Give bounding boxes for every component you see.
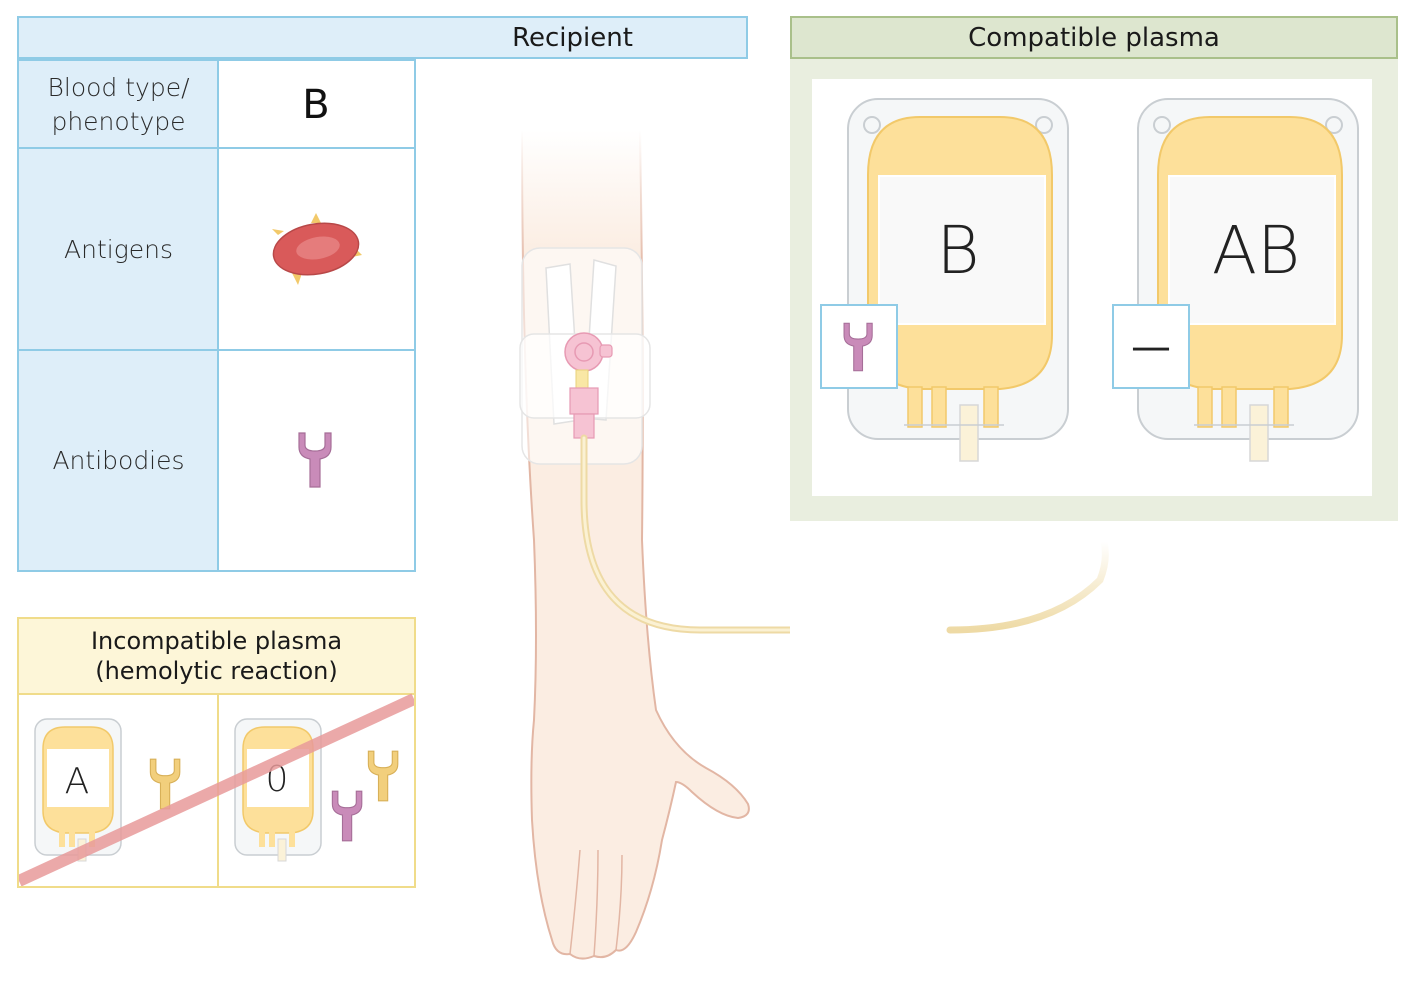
blood-type-value-cell: B xyxy=(218,61,414,148)
incompatible-plasma-panel: Incompatible plasma (hemolytic reaction)… xyxy=(17,617,416,888)
iv-tube xyxy=(946,540,1109,634)
blood-type-label-line1: Blood type/ xyxy=(47,72,190,102)
antigens-label: Antigens xyxy=(64,234,173,264)
bag-label-ab: AB xyxy=(1212,212,1300,289)
plasma-bag-a: A xyxy=(34,718,122,862)
bag-ab-antibody-box: — xyxy=(1112,304,1190,389)
bag-label-a: A xyxy=(65,761,90,802)
antibody-yellow-icon xyxy=(367,750,399,802)
antibody-purple-icon xyxy=(843,322,873,371)
antigens-value-cell xyxy=(218,148,414,350)
compatible-plasma-header: Compatible plasma xyxy=(790,16,1398,59)
antigens-label-cell: Antigens xyxy=(19,148,218,350)
plasma-bag-ab: AB xyxy=(1137,98,1359,462)
compatible-plasma-panel: B AB — xyxy=(790,59,1398,521)
arm-illustration xyxy=(519,129,790,960)
table-divider xyxy=(217,61,219,570)
recipient-header: Recipient xyxy=(17,16,748,59)
table-divider xyxy=(19,147,414,149)
compatible-plasma-inner: B AB — xyxy=(812,79,1372,496)
plasma-bag-b: B xyxy=(847,98,1069,462)
antibody-purple-icon xyxy=(331,790,363,842)
incompatible-title-line1: Incompatible plasma xyxy=(90,627,343,655)
compatible-plasma-header-text: Compatible plasma xyxy=(968,22,1220,53)
blood-type-value: B xyxy=(302,81,330,128)
bag-label-b: B xyxy=(936,212,979,289)
antibodies-label: Antibodies xyxy=(52,445,185,475)
cross-out-line xyxy=(19,693,414,886)
recipient-header-text: Recipient xyxy=(512,22,633,53)
blood-type-label-line2: phenotype xyxy=(51,106,186,136)
antibody-yellow-icon xyxy=(149,758,181,810)
bag-b-antibody-box xyxy=(820,304,898,389)
recipient-table: Blood type/ phenotype B Antigens Antibod… xyxy=(17,59,416,572)
incompatible-plasma-header: Incompatible plasma (hemolytic reaction) xyxy=(19,619,414,695)
antibodies-value-cell xyxy=(218,350,414,570)
red-blood-cell-icon xyxy=(272,213,362,285)
blood-type-label-cell: Blood type/ phenotype xyxy=(19,61,218,148)
antibody-purple-icon xyxy=(298,432,332,488)
antibodies-label-cell: Antibodies xyxy=(19,350,218,570)
table-divider xyxy=(19,349,414,351)
no-antibody-dash: — xyxy=(1131,323,1171,370)
incompatible-title-line2: (hemolytic reaction) xyxy=(95,657,338,685)
